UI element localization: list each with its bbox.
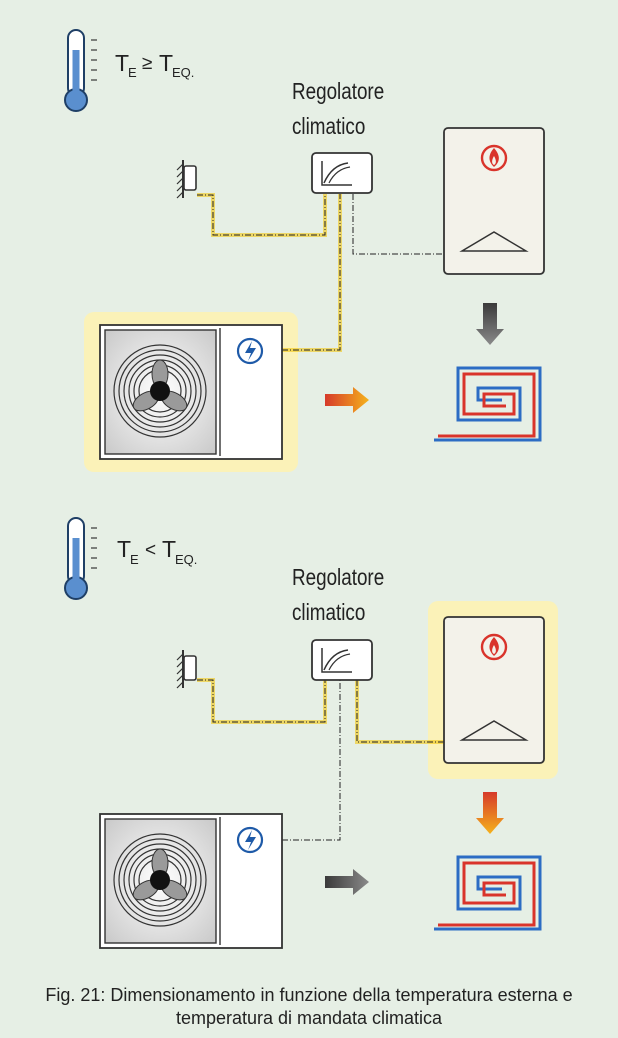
radiant-floor-icon: [432, 366, 542, 442]
controller-label-line1: Regolatore: [292, 565, 384, 590]
condition-left-main: T: [117, 536, 131, 562]
condition-left-main: T: [115, 50, 129, 76]
condition-left-sub: E: [128, 65, 137, 80]
climate-curve-icon: [311, 152, 373, 194]
caption-line2: temperatura di mandata climatica: [175, 1008, 443, 1028]
radiant-floor-icon: [432, 855, 542, 931]
boiler-off-arrow: [476, 303, 504, 345]
climate-curve-icon: [311, 639, 373, 681]
condition-formula: T E ≥ T EQ.: [115, 50, 194, 80]
thermometer-icon: [64, 517, 98, 600]
controller-label-line2: climatico: [292, 114, 365, 139]
signal-lines: [197, 678, 444, 841]
controller-label-line1: Regolatore: [292, 79, 384, 104]
thermometer-icon: [64, 29, 98, 112]
heat-pump-unit: [98, 323, 284, 461]
scenario-1: T E ≥ T EQ. Regolatore climatico: [64, 29, 546, 472]
figure-caption: Fig. 21: Dimensionamento in funzione del…: [20, 984, 598, 1030]
condition-operator: ≥: [142, 53, 152, 74]
condition-operator: <: [145, 540, 156, 561]
heat-pump-active-arrow: [325, 387, 369, 413]
condition-right-main: T: [159, 50, 173, 76]
heat-pump-off-arrow: [325, 869, 369, 895]
boiler: [442, 126, 546, 276]
boiler-active-arrow: [476, 792, 504, 834]
boiler: [442, 615, 546, 765]
caption-line1: Fig. 21: Dimensionamento in funzione del…: [45, 985, 573, 1005]
condition-right-sub: EQ.: [172, 65, 194, 80]
controller-label-line2: climatico: [292, 600, 365, 625]
condition-right-main: T: [162, 536, 176, 562]
signal-lines: [197, 193, 444, 352]
condition-right-sub: EQ.: [175, 552, 197, 567]
condition-left-sub: E: [130, 552, 139, 567]
hybrid-system-diagram: T E ≥ T EQ. Regolatore climatico: [64, 29, 558, 950]
heat-pump-unit: [98, 812, 284, 950]
condition-formula: T E < T EQ.: [117, 536, 197, 567]
outdoor-sensor-icon: [176, 159, 197, 199]
scenario-2: T E < T EQ. Regolatore climatico: [64, 517, 558, 950]
outdoor-sensor-icon: [176, 649, 197, 689]
